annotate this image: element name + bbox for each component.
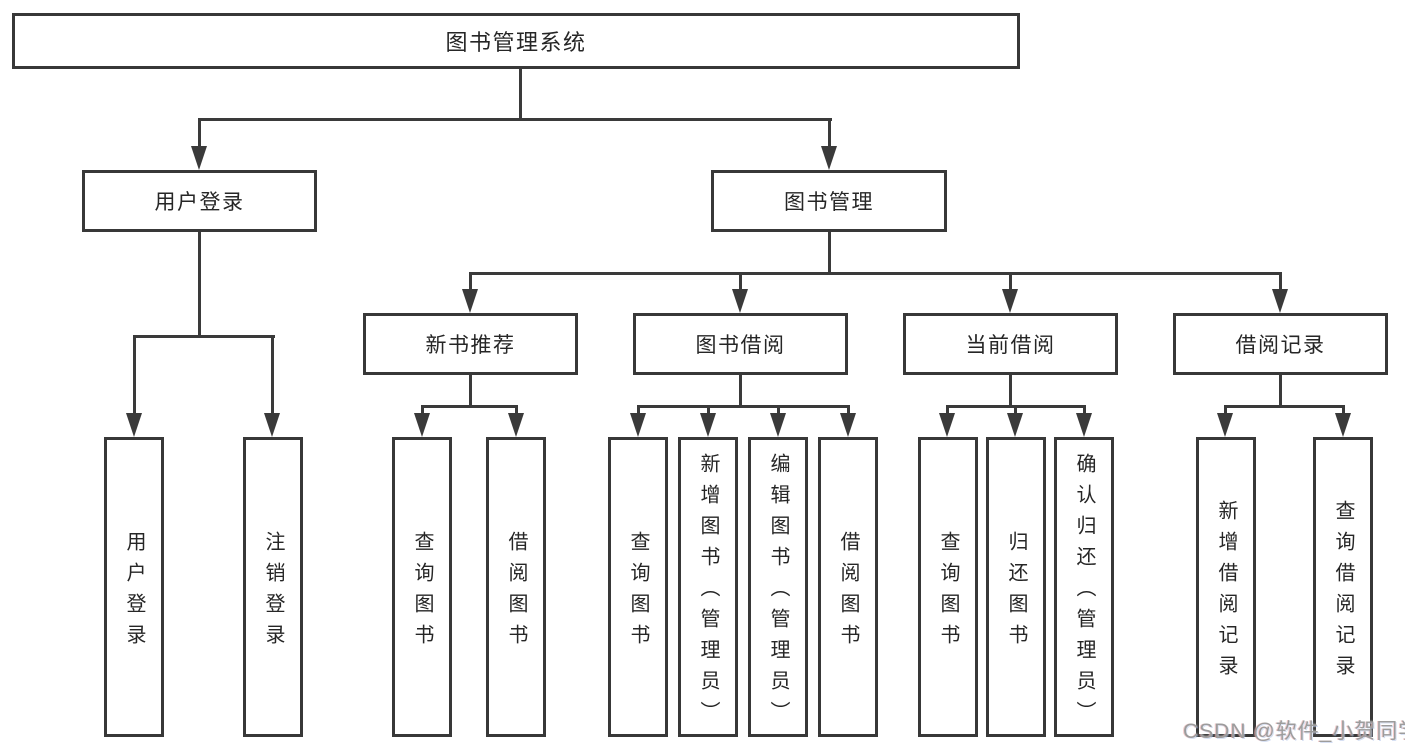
connector-line bbox=[1083, 405, 1086, 417]
connector-line bbox=[469, 272, 472, 292]
arrow-down-icon bbox=[630, 413, 646, 437]
leaf-label: 借阅图书 bbox=[505, 530, 527, 655]
connector-line bbox=[421, 405, 424, 417]
arrow-down-icon bbox=[462, 289, 478, 313]
connector-line bbox=[133, 335, 275, 338]
node-library-management-system: 图书管理系统 bbox=[12, 13, 1020, 69]
arrow-down-icon bbox=[732, 289, 748, 313]
connector-line bbox=[271, 335, 274, 417]
connector-line bbox=[198, 118, 201, 152]
arrow-down-icon bbox=[1335, 413, 1351, 437]
connector-line bbox=[198, 232, 201, 335]
connector-line bbox=[847, 405, 850, 417]
connector-line bbox=[1009, 375, 1012, 405]
arrow-down-icon bbox=[191, 146, 207, 170]
connector-line bbox=[421, 405, 518, 408]
connector-line bbox=[1009, 272, 1012, 292]
arrow-down-icon bbox=[1007, 413, 1023, 437]
arrow-down-icon bbox=[1217, 413, 1233, 437]
leaf-query-books-current: 查询图书 bbox=[918, 437, 978, 737]
node-current-borrow: 当前借阅 bbox=[903, 313, 1118, 375]
arrow-down-icon bbox=[840, 413, 856, 437]
leaf-label: 确认归还（管理员） bbox=[1073, 453, 1095, 732]
arrow-down-icon bbox=[508, 413, 524, 437]
csdn-watermark: CSDN @软件_小贺同学 bbox=[1183, 720, 1405, 743]
arrow-down-icon bbox=[700, 413, 716, 437]
leaf-confirm-return-admin: 确认归还（管理员） bbox=[1054, 437, 1114, 737]
leaf-label: 查询图书 bbox=[411, 530, 433, 655]
arrow-down-icon bbox=[770, 413, 786, 437]
arrow-down-icon bbox=[1272, 289, 1288, 313]
leaf-label: 查询借阅记录 bbox=[1332, 499, 1354, 686]
connector-line bbox=[1279, 375, 1282, 405]
arrow-down-icon bbox=[414, 413, 430, 437]
node-new-book-recommend: 新书推荐 bbox=[363, 313, 578, 375]
leaf-label: 查询图书 bbox=[937, 530, 959, 655]
leaf-label: 编辑图书（管理员） bbox=[767, 453, 789, 732]
connector-line bbox=[777, 405, 780, 417]
connector-line bbox=[469, 375, 472, 405]
connector-line bbox=[515, 405, 518, 417]
leaf-add-books-admin: 新增图书（管理员） bbox=[678, 437, 738, 737]
node-book-borrow: 图书借阅 bbox=[633, 313, 848, 375]
leaf-edit-books-admin: 编辑图书（管理员） bbox=[748, 437, 808, 737]
node-user-login: 用户登录 bbox=[82, 170, 317, 232]
connector-line bbox=[519, 69, 522, 118]
leaf-borrow-books-recommend: 借阅图书 bbox=[486, 437, 546, 737]
leaf-logout: 注销登录 bbox=[243, 437, 303, 737]
leaf-label: 借阅图书 bbox=[837, 530, 859, 655]
arrow-down-icon bbox=[126, 413, 142, 437]
connector-line bbox=[707, 405, 710, 417]
leaf-label: 用户登录 bbox=[123, 530, 145, 655]
leaf-add-borrow-record: 新增借阅记录 bbox=[1196, 437, 1256, 737]
connector-line bbox=[198, 118, 832, 121]
connector-line bbox=[828, 118, 831, 152]
leaf-query-books-borrow: 查询图书 bbox=[608, 437, 668, 737]
leaf-label: 归还图书 bbox=[1005, 530, 1027, 655]
connector-line bbox=[1224, 405, 1227, 417]
leaf-return-books: 归还图书 bbox=[986, 437, 1046, 737]
leaf-query-borrow-record: 查询借阅记录 bbox=[1313, 437, 1373, 737]
leaf-label: 新增图书（管理员） bbox=[697, 453, 719, 732]
leaf-user-login: 用户登录 bbox=[104, 437, 164, 737]
node-book-management: 图书管理 bbox=[711, 170, 947, 232]
connector-line bbox=[133, 335, 136, 417]
node-borrow-records: 借阅记录 bbox=[1173, 313, 1388, 375]
leaf-label: 注销登录 bbox=[262, 530, 284, 655]
connector-line bbox=[828, 232, 831, 272]
leaf-query-books-recommend: 查询图书 bbox=[392, 437, 452, 737]
connector-line bbox=[1342, 405, 1345, 417]
connector-line bbox=[1224, 405, 1345, 408]
connector-line bbox=[739, 375, 742, 405]
connector-line bbox=[1279, 272, 1282, 292]
connector-line bbox=[637, 405, 850, 408]
arrow-down-icon bbox=[939, 413, 955, 437]
leaf-label: 查询图书 bbox=[627, 530, 649, 655]
arrow-down-icon bbox=[1076, 413, 1092, 437]
arrow-down-icon bbox=[264, 413, 280, 437]
connector-line bbox=[946, 405, 949, 417]
leaf-label: 新增借阅记录 bbox=[1215, 499, 1237, 686]
leaf-borrow-books: 借阅图书 bbox=[818, 437, 878, 737]
arrow-down-icon bbox=[1002, 289, 1018, 313]
connector-line bbox=[739, 272, 742, 292]
connector-line bbox=[637, 405, 640, 417]
connector-line bbox=[469, 272, 1282, 275]
connector-line bbox=[1014, 405, 1017, 417]
arrow-down-icon bbox=[821, 146, 837, 170]
